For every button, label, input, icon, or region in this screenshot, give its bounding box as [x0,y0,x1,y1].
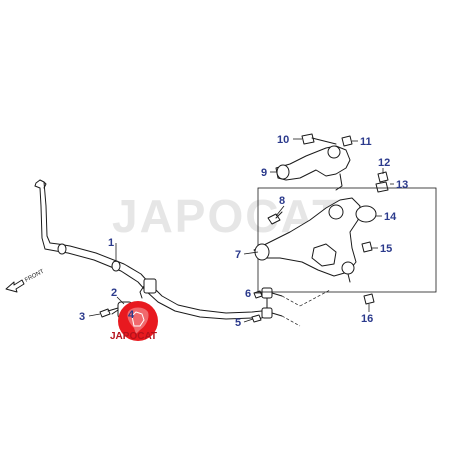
link-dashed-line [281,289,331,327]
upper-control-arm [275,145,351,191]
callout-16[interactable]: 16 [361,313,373,325]
callout-15[interactable]: 15 [380,243,392,255]
callout-6[interactable]: 6 [245,288,251,300]
callout-9[interactable]: 9 [261,167,267,179]
upper-arm-nut [341,135,353,147]
logo-text: JAPOCAT [110,331,157,342]
lower-arm-nut [361,241,373,253]
lower-arm-frame [257,187,437,293]
callout-4[interactable]: 4 [128,309,135,321]
ball-joint-nut [375,171,389,193]
callout-11[interactable]: 11 [360,136,372,148]
callout-8[interactable]: 8 [279,195,285,207]
front-arrow: FRONT [5,269,45,293]
japocat-logo: JAPOCAT [110,301,158,342]
callouts: 1 2 3 4 5 6 7 8 9 10 11 12 13 14 15 16 [79,134,408,329]
leader-lines [88,138,394,323]
callout-1[interactable]: 1 [108,237,114,249]
lower-control-arm [253,197,361,283]
dust-cap [355,205,377,223]
bar-bracket-bolt [99,307,119,318]
callout-7[interactable]: 7 [235,249,241,261]
callout-14[interactable]: 14 [384,211,397,223]
front-label: FRONT [24,269,45,284]
callout-2[interactable]: 2 [111,287,117,299]
callout-3[interactable]: 3 [79,311,85,323]
upper-arm-bolt [301,133,337,145]
callout-13[interactable]: 13 [396,179,408,191]
callout-12[interactable]: 12 [378,157,390,169]
lower-ball-joint-nut [363,293,375,305]
callout-5[interactable]: 5 [235,317,241,329]
callout-10[interactable]: 10 [277,134,289,146]
lower-arm-bolt [267,211,283,225]
